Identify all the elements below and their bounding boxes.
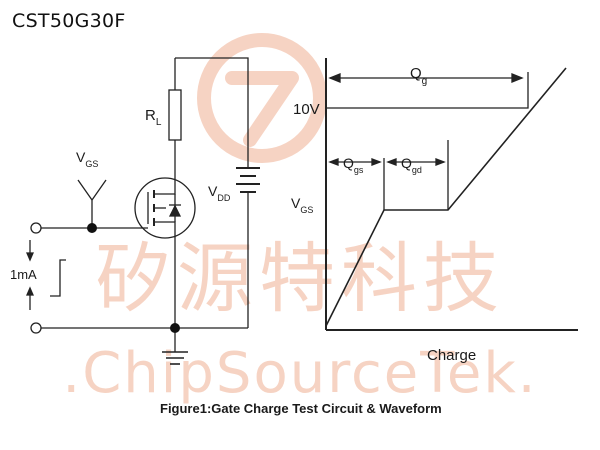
plateau-10v-line (326, 72, 529, 109)
qgs-label: Qgs (343, 155, 364, 175)
supply-voltage-label: VDD (208, 183, 231, 203)
total-charge-label: Qg (410, 65, 427, 87)
watermark-cjk: 矽源特科技 (95, 234, 505, 323)
vgs-curve (325, 67, 567, 327)
part-number: CST50G30F (12, 10, 126, 32)
x-axis-label: Charge (427, 347, 476, 364)
gate-voltage-label: VGS (76, 149, 98, 169)
current-label: 1mA (10, 267, 37, 282)
watermark-logo-icon (197, 33, 327, 163)
mosfet-icon (134, 177, 196, 239)
voltage-marker-10v: 10V (293, 101, 320, 118)
source-node (170, 323, 180, 333)
vdd-battery-icon (236, 167, 260, 328)
load-resistor (168, 89, 182, 141)
watermark: 矽源特科技 .ChipSourceTek. (62, 33, 537, 406)
vgs-probe-icon (77, 179, 107, 228)
qgd-label: Qgd (401, 155, 422, 175)
gate-node (87, 223, 97, 233)
supply-top-wire (175, 57, 249, 168)
y-axis-label: VGS (291, 195, 313, 215)
ground-terminal (30, 322, 42, 334)
test-circuit (26, 57, 260, 365)
gate-charge-waveform (325, 58, 578, 331)
current-pulse-icon (26, 240, 66, 310)
resistor-label: RL (145, 107, 162, 128)
watermark-latin: .ChipSourceTek. (62, 341, 537, 406)
figure-caption: Figure1:Gate Charge Test Circuit & Wavef… (160, 401, 442, 416)
gate-terminal (30, 222, 42, 234)
